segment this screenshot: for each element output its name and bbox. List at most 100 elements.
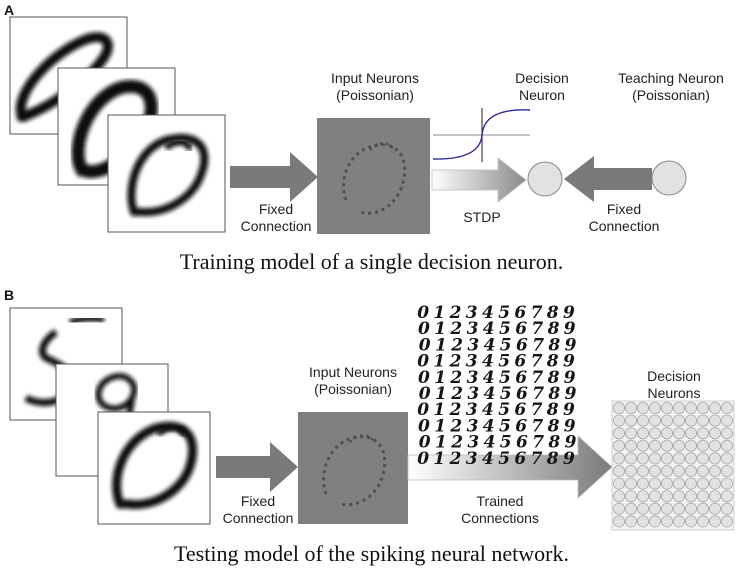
- decision-neuron-grid: [613, 401, 734, 528]
- decision-neuron: [697, 401, 710, 414]
- panel-letter-a: A: [4, 2, 15, 18]
- decision-neuron: [697, 414, 710, 427]
- decision-neuron: [649, 502, 662, 515]
- decision-neuron-trace: [432, 108, 531, 162]
- decision-neurons-panel: [611, 400, 735, 531]
- decision-neuron: [721, 502, 734, 515]
- input-neurons-panel-a: [317, 118, 430, 234]
- decision-neuron: [613, 439, 626, 452]
- decision-neuron: [625, 490, 638, 503]
- decision-neuron: [673, 439, 686, 452]
- fixed-connection-arrow-a: [230, 152, 318, 202]
- decision-neuron: [721, 439, 734, 452]
- decision-neuron: [685, 401, 698, 414]
- decision-neuron: [649, 464, 662, 477]
- decision-neuron: [685, 502, 698, 515]
- decision-neuron: [661, 439, 674, 452]
- decision-neuron: [709, 490, 722, 503]
- decision-neuron: [697, 464, 710, 477]
- decision-neuron: [649, 452, 662, 465]
- digit-card-a3: [107, 114, 226, 233]
- decision-neuron: [637, 464, 650, 477]
- decision-neuron: [673, 401, 686, 414]
- decision-neuron: [721, 515, 734, 528]
- decision-neuron: [721, 452, 734, 465]
- input-neurons-panel-b: [298, 412, 408, 524]
- decision-neuron: [625, 452, 638, 465]
- decision-neuron: [613, 452, 626, 465]
- decision-neuron: [673, 427, 686, 440]
- decision-neuron: [625, 414, 638, 427]
- decision-neuron: [685, 439, 698, 452]
- decision-neuron: [685, 515, 698, 528]
- decision-neuron: [625, 464, 638, 477]
- decision-neuron: [649, 515, 662, 528]
- decision-neuron: [673, 414, 686, 427]
- decision-neuron: [721, 464, 734, 477]
- decision-neuron: [637, 515, 650, 528]
- trained-connections-arrow: [407, 435, 613, 499]
- decision-neuron: [709, 427, 722, 440]
- decision-neuron: [661, 515, 674, 528]
- decision-neuron: [661, 414, 674, 427]
- decision-neuron: [637, 414, 650, 427]
- decision-neuron: [661, 452, 674, 465]
- decision-neuron: [685, 452, 698, 465]
- decision-neuron: [613, 464, 626, 477]
- decision-neuron: [709, 464, 722, 477]
- decision-neuron: [673, 452, 686, 465]
- decision-neuron: [709, 439, 722, 452]
- decision-neuron: [721, 490, 734, 503]
- decision-neuron: [649, 439, 662, 452]
- decision-neuron: [637, 502, 650, 515]
- decision-neuron: [649, 477, 662, 490]
- decision-neuron: [637, 401, 650, 414]
- decision-neuron: [673, 502, 686, 515]
- decision-neuron: [673, 490, 686, 503]
- decision-neuron: [649, 414, 662, 427]
- decision-neuron: [637, 490, 650, 503]
- decision-neuron: [721, 401, 734, 414]
- decision-neuron: [637, 477, 650, 490]
- decision-neuron: [721, 414, 734, 427]
- decision-neuron: [661, 464, 674, 477]
- decision-neuron: [697, 490, 710, 503]
- decision-neuron: [613, 427, 626, 440]
- decision-neuron: [685, 427, 698, 440]
- caption-b: Testing model of the spiking neural netw…: [174, 541, 569, 566]
- decision-neuron: [625, 439, 638, 452]
- decision-neuron: [709, 452, 722, 465]
- decision-neuron: [697, 439, 710, 452]
- decision-neuron: [709, 515, 722, 528]
- decision-neuron: [673, 477, 686, 490]
- stdp-label: STDP: [463, 209, 501, 225]
- decision-neuron: [709, 414, 722, 427]
- decision-neuron: [697, 452, 710, 465]
- decision-neuron: [709, 401, 722, 414]
- fixed-connection-arrow-b: [216, 442, 298, 492]
- fixed-connection-arrow-teaching: [564, 156, 652, 202]
- decision-neuron: [697, 515, 710, 528]
- decision-neuron: [649, 427, 662, 440]
- decision-neuron: [625, 477, 638, 490]
- decision-neuron: [709, 477, 722, 490]
- decision-neuron: [697, 427, 710, 440]
- decision-neuron: [721, 477, 734, 490]
- digit-card-b3: [97, 411, 211, 525]
